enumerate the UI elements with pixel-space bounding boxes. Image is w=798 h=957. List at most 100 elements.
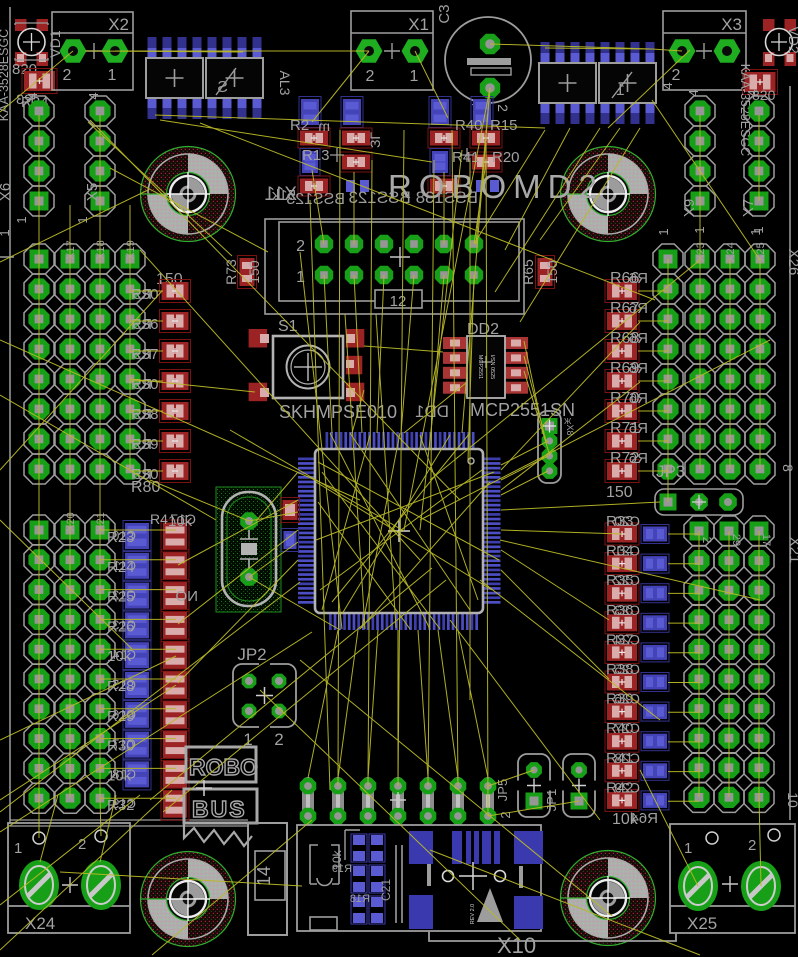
svg-text:1: 1 <box>0 229 12 236</box>
svg-text:2: 2 <box>498 811 513 818</box>
svg-text:1: 1 <box>14 216 29 223</box>
svg-text:R36: R36 <box>131 316 159 333</box>
svg-text:DD2: DD2 <box>467 321 499 338</box>
svg-text:R6: R6 <box>629 450 648 467</box>
svg-text:R19: R19 <box>332 863 352 875</box>
svg-text:R34: R34 <box>606 543 634 560</box>
svg-text:C24: C24 <box>614 631 640 647</box>
svg-text:10k: 10k <box>107 648 132 665</box>
svg-text:R32: R32 <box>107 797 135 814</box>
svg-text:1: 1 <box>296 269 305 286</box>
svg-text:X17: X17 <box>65 240 77 260</box>
svg-text:R41: R41 <box>452 149 480 166</box>
svg-text:R66: R66 <box>610 270 639 287</box>
svg-text:1: 1 <box>108 67 117 84</box>
svg-text:R23: R23 <box>107 529 135 546</box>
svg-text:REV 2.0: REV 2.0 <box>470 904 476 924</box>
svg-text:R6: R6 <box>629 270 648 287</box>
svg-text:X21: X21 <box>95 512 107 532</box>
svg-text:R2: R2 <box>290 117 309 134</box>
svg-text:JP3: JP3 <box>656 462 685 481</box>
svg-text:X23: X23 <box>695 242 707 262</box>
svg-text:X18: X18 <box>95 240 107 260</box>
svg-text:VD2: VD2 <box>786 26 798 53</box>
svg-text:R29: R29 <box>107 708 135 725</box>
svg-text:NO: NO <box>176 588 199 605</box>
svg-text:1: 1 <box>656 228 671 235</box>
svg-text:R71: R71 <box>610 420 639 437</box>
svg-text:X2: X2 <box>108 15 129 34</box>
svg-text:R80: R80 <box>131 479 160 496</box>
svg-text:R5: R5 <box>133 376 152 393</box>
svg-text:1: 1 <box>243 730 252 749</box>
svg-text:R5: R5 <box>133 316 152 333</box>
svg-text:2: 2 <box>366 68 375 85</box>
svg-text:29: 29 <box>730 534 742 546</box>
svg-text:R72: R72 <box>610 450 639 467</box>
svg-text:8: 8 <box>780 464 796 472</box>
svg-text:R36: R36 <box>606 602 634 619</box>
svg-text:X25: X25 <box>687 914 717 933</box>
svg-text:R38: R38 <box>606 661 634 678</box>
svg-text:AL3: AL3 <box>277 71 293 96</box>
svg-text:R20: R20 <box>492 149 520 166</box>
svg-text:4: 4 <box>686 89 701 96</box>
svg-text:BSS123: BSS123 <box>286 191 345 208</box>
svg-text:2: 2 <box>78 836 86 853</box>
svg-text:2: 2 <box>495 104 511 112</box>
svg-text:C21: C21 <box>379 879 393 901</box>
svg-text:I/SN 0525: I/SN 0525 <box>489 355 495 379</box>
svg-text:C19: C19 <box>112 796 136 811</box>
svg-text:R15: R15 <box>490 117 518 134</box>
svg-text:R13: R13 <box>302 147 330 164</box>
svg-text:JP5: JP5 <box>495 779 510 801</box>
svg-text:X6: X6 <box>0 183 14 201</box>
svg-text:R69: R69 <box>610 360 639 377</box>
svg-text:R64: R64 <box>630 810 658 827</box>
svg-text:R5: R5 <box>133 406 152 423</box>
svg-text:R65: R65 <box>520 259 536 285</box>
svg-text:R5: R5 <box>133 346 152 363</box>
svg-text:2: 2 <box>296 238 305 255</box>
svg-text:R6: R6 <box>629 420 648 437</box>
svg-text:C12: C12 <box>112 588 136 603</box>
svg-text:SKHMPSE010: SKHMPSE010 <box>279 402 397 422</box>
svg-text:X26: X26 <box>785 249 798 276</box>
svg-text:X9: X9 <box>681 199 698 217</box>
svg-text:4: 4 <box>86 92 101 99</box>
svg-text:R33: R33 <box>606 513 634 530</box>
svg-text:C10: C10 <box>112 528 136 543</box>
svg-text:C25: C25 <box>614 661 640 677</box>
svg-text:R6: R6 <box>629 390 648 407</box>
svg-text:1: 1 <box>684 840 692 857</box>
svg-text:X8: X8 <box>565 424 575 435</box>
svg-text:C13: C13 <box>112 617 136 632</box>
svg-text:R42: R42 <box>606 779 634 796</box>
svg-text:S: S <box>217 79 228 96</box>
svg-text:17: 17 <box>760 534 772 546</box>
svg-text:C21: C21 <box>614 543 640 559</box>
svg-text:1: 1 <box>14 840 22 857</box>
svg-text:KAA-3528ESGC: KAA-3528ESGC <box>0 29 11 121</box>
svg-text:12: 12 <box>390 293 407 310</box>
svg-text:Ж: Ж <box>564 417 572 426</box>
svg-text:820: 820 <box>752 87 776 103</box>
svg-text:C28: C28 <box>614 750 640 766</box>
svg-text:JP1: JP1 <box>544 789 559 811</box>
svg-text:R39: R39 <box>606 691 634 708</box>
svg-text:1: 1 <box>410 68 419 85</box>
svg-text:R25: R25 <box>107 589 135 606</box>
svg-text:R5: R5 <box>133 466 152 483</box>
svg-text:C26: C26 <box>614 691 640 707</box>
svg-text:R73: R73 <box>223 259 239 285</box>
svg-text:BSS138 BSS123: BSS138 BSS123 <box>349 188 478 207</box>
svg-text:2: 2 <box>672 67 681 84</box>
svg-text:MCP2551: MCP2551 <box>477 355 483 379</box>
svg-text:ЗГ: ЗГ <box>367 132 383 148</box>
svg-text:C23: C23 <box>614 602 640 618</box>
svg-text:R37: R37 <box>606 631 634 648</box>
svg-text:R38: R38 <box>131 406 159 423</box>
svg-text:4: 4 <box>25 92 40 99</box>
svg-text:X1: X1 <box>408 15 429 34</box>
svg-text:R70: R70 <box>610 390 639 407</box>
